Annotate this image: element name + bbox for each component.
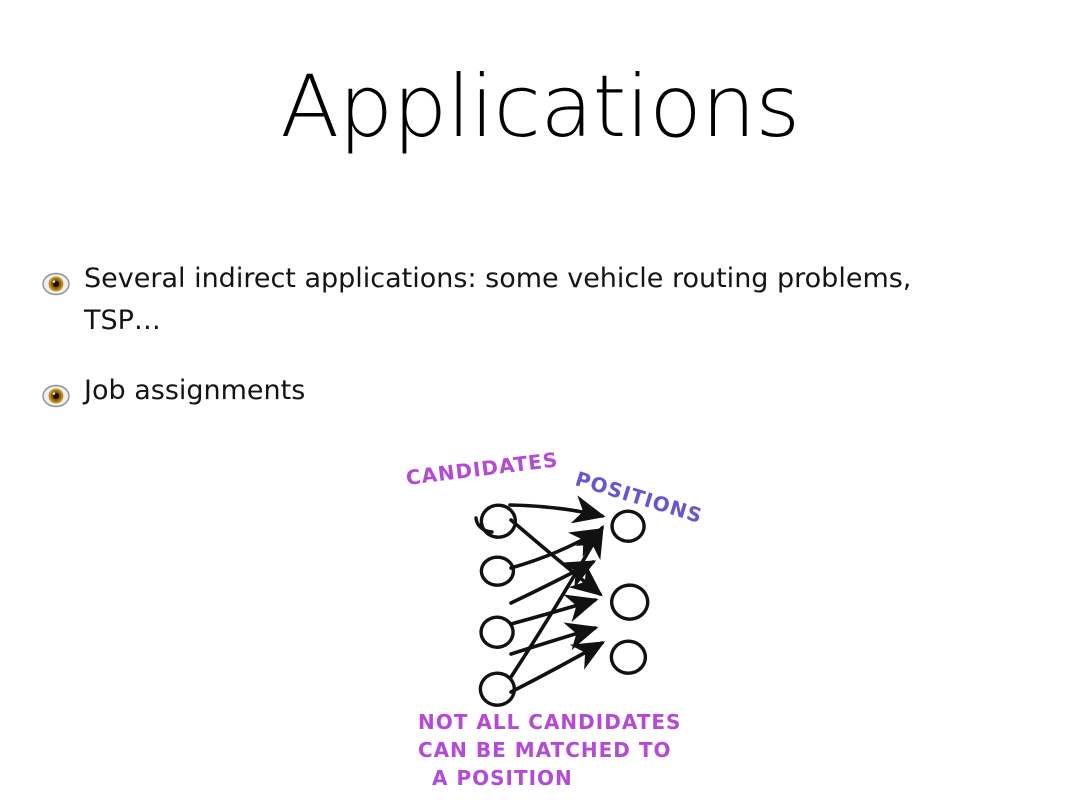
edge-8: [509, 622, 599, 656]
position-nodes: [609, 509, 650, 675]
edge-1: [508, 495, 606, 524]
eye-icon: [42, 267, 70, 296]
bipartite-matching-sketch: [380, 442, 720, 810]
list-item-label-cont: TSP…: [84, 305, 161, 336]
caption-line-1: NOT ALL CANDIDATES: [418, 710, 682, 734]
list-item-label: Job assignments: [84, 375, 306, 406]
candidate-nodes: [474, 503, 518, 707]
page-title: Applications: [280, 57, 800, 157]
list-item: Job assignments: [42, 370, 972, 412]
edge-3: [509, 528, 604, 570]
list-item-label: Several indirect applications: some vehi…: [84, 263, 912, 294]
edge-4: [509, 560, 597, 605]
bullet-list: Several indirect applications: some vehi…: [42, 258, 972, 440]
caption-line-3: A POSITION: [432, 766, 573, 790]
edge-6: [509, 524, 604, 679]
caption-line-2: CAN BE MATCHED TO: [418, 738, 672, 762]
figure-caption: NOT ALL CANDIDATES CAN BE MATCHED TO A P…: [418, 708, 681, 792]
eye-icon: [42, 379, 70, 408]
assignment-edges: [508, 495, 606, 694]
list-item: Several indirect applications: some vehi…: [42, 258, 972, 342]
